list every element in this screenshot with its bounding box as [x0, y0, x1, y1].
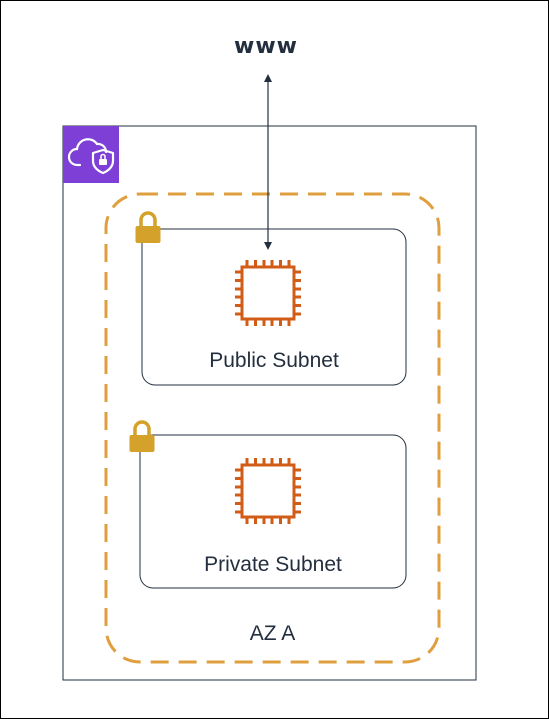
internet-label: www [234, 34, 298, 59]
lock-icon [127, 420, 157, 454]
public-subnet-box [141, 228, 407, 386]
lock-icon [133, 211, 163, 245]
vpc-cloud-shield-icon [63, 126, 119, 183]
private-subnet-label: Private Subnet [204, 553, 342, 576]
public-subnet-label: Public Subnet [209, 349, 339, 372]
availability-zone-boundary [104, 192, 441, 664]
vpc-boundary [62, 125, 477, 681]
private-subnet-box [139, 434, 407, 589]
availability-zone-label: AZ A [249, 622, 296, 645]
